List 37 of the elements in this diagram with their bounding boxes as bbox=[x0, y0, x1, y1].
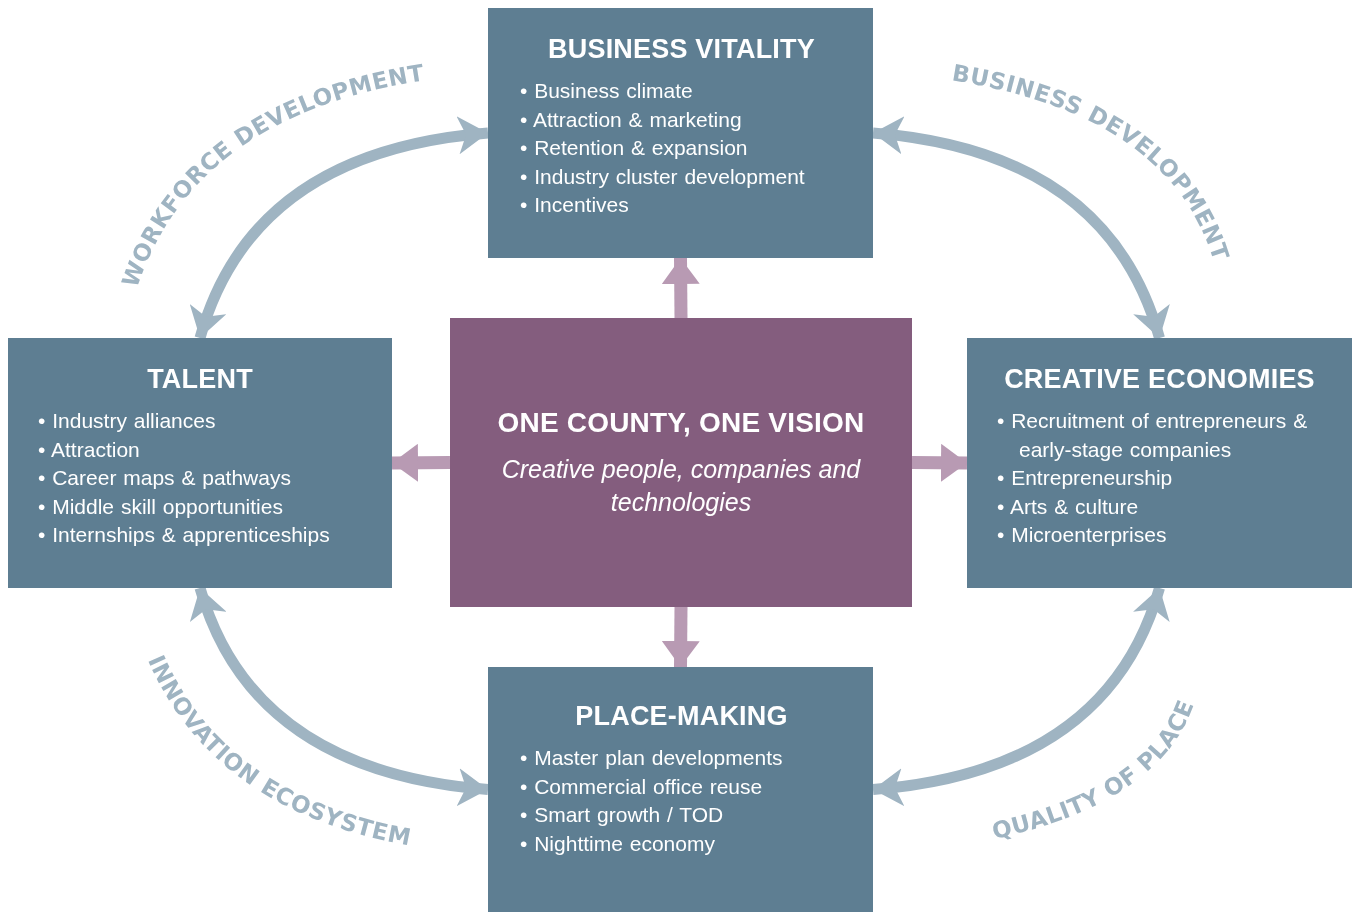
curved-arrow bbox=[191, 586, 489, 806]
list-item: • Commercial office reuse bbox=[520, 773, 764, 800]
category-box bbox=[967, 338, 1352, 588]
curved-arrow bbox=[191, 117, 489, 340]
list-item: • Attraction bbox=[38, 436, 141, 463]
list-item: • Middle skill opportunities bbox=[38, 493, 284, 520]
list-item: • Entrepreneurship bbox=[997, 465, 1174, 491]
list-item: • Career maps & pathways bbox=[38, 465, 292, 491]
list-item: • Retention & expansion bbox=[520, 135, 749, 161]
arrow bbox=[661, 606, 700, 668]
box-title: PLACE-MAKING bbox=[574, 701, 789, 732]
category-box bbox=[488, 667, 873, 912]
list-item: • Recruitment of entrepreneurs & early-stage companies bbox=[997, 408, 1309, 463]
list-item: • Master plan developments bbox=[520, 745, 784, 771]
category-box bbox=[8, 338, 392, 588]
box-title: TALENT bbox=[146, 364, 254, 395]
tagline: Creative people, companies and technologies bbox=[500, 454, 862, 518]
list-item: • Arts & culture bbox=[997, 493, 1140, 520]
list-item: • Incentives bbox=[520, 192, 630, 218]
curved-arrow bbox=[872, 586, 1168, 806]
arrow bbox=[391, 443, 451, 482]
box-title: ONE COUNTY, ONE VISION bbox=[497, 407, 865, 439]
list-item: • Attraction & marketing bbox=[520, 106, 743, 133]
list-item: • Internships & apprenticeships bbox=[38, 522, 331, 548]
arrow bbox=[911, 443, 968, 482]
list-item: • Industry cluster development bbox=[520, 163, 806, 190]
box-title: BUSINESS VITALITY bbox=[547, 34, 816, 65]
list-item: • Industry alliances bbox=[38, 408, 217, 434]
box-title: CREATIVE ECONOMIES bbox=[1003, 364, 1316, 395]
center-box bbox=[450, 318, 912, 607]
arrow bbox=[661, 257, 700, 319]
list-item: • Microenterprises bbox=[997, 522, 1168, 548]
list-item: • Nighttime economy bbox=[520, 830, 716, 857]
list-item: • Smart growth / TOD bbox=[520, 802, 725, 828]
category-box bbox=[488, 8, 873, 258]
list-item: • Business climate bbox=[520, 78, 694, 104]
curved-arrow bbox=[872, 117, 1169, 340]
